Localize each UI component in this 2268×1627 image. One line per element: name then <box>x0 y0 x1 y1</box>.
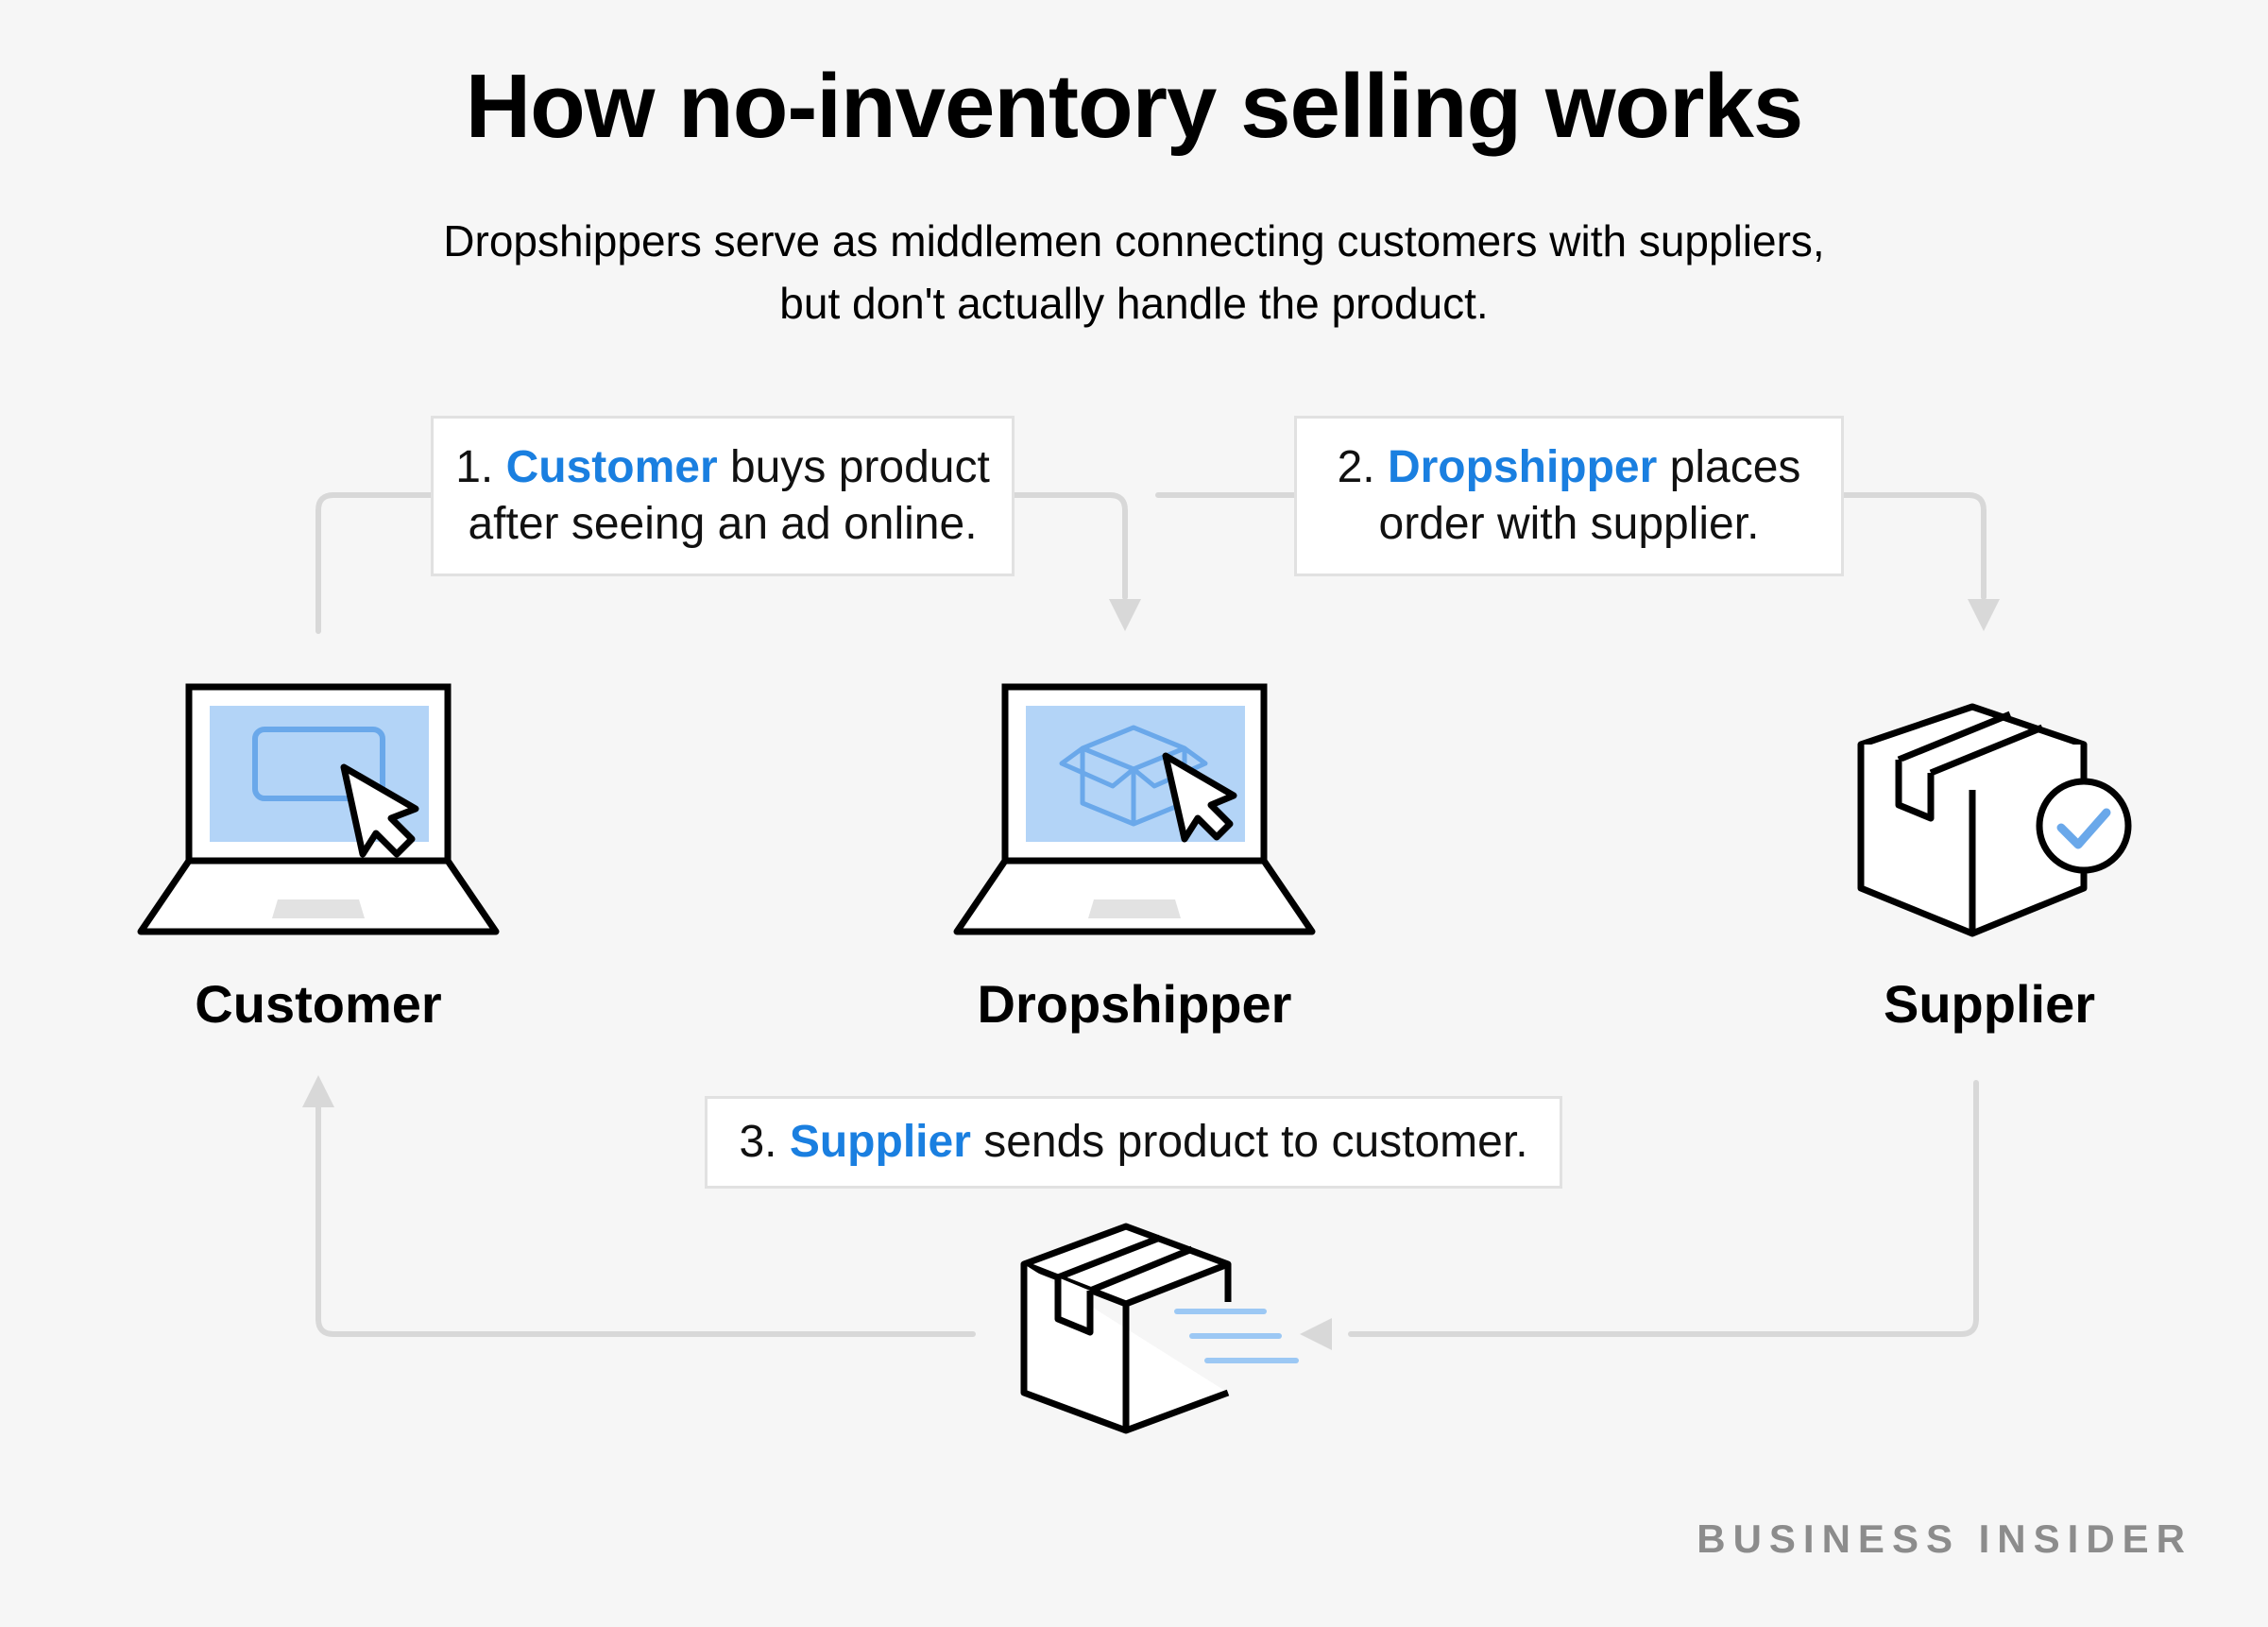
subtitle-line-2: but don't actually handle the product. <box>779 279 1489 328</box>
node-label-supplier: Supplier <box>1883 974 2096 1034</box>
step-1-line-1: 1. Customer buys product <box>455 439 990 496</box>
step-1-actor: Customer <box>505 442 718 492</box>
connector-step-1 <box>315 492 1128 634</box>
node-label-dropshipper: Dropshipper <box>977 974 1292 1034</box>
step-3-number: 3. <box>739 1117 777 1167</box>
step-3-actor: Supplier <box>789 1117 971 1167</box>
arrowhead-left <box>1300 1318 1332 1350</box>
step-1-text-b: after seeing an ad online. <box>468 499 978 549</box>
node-label-customer: Customer <box>195 974 442 1034</box>
step-1-box: 1. Customer buys product after seeing an… <box>431 416 1015 576</box>
laptop-box-icon <box>953 683 1316 935</box>
arrowhead-to-supplier <box>1968 599 2000 631</box>
page-title: How no-inventory selling works <box>465 56 1804 157</box>
step-3-line-1: 3. Supplier sends product to customer. <box>739 1114 1527 1171</box>
arrowhead-to-dropshipper <box>1109 599 1141 631</box>
step-2-text-a: places <box>1669 442 1801 492</box>
step-2-actor: Dropshipper <box>1387 442 1658 492</box>
step-1-text-a: buys product <box>729 442 990 492</box>
step-2-number: 2. <box>1337 442 1375 492</box>
box-check-icon <box>1857 703 2132 937</box>
connector-step-2 <box>1155 492 1987 600</box>
page-subtitle: Dropshippers serve as middlemen connecti… <box>283 210 1985 334</box>
subtitle-line-1: Dropshippers serve as middlemen connecti… <box>443 216 1825 265</box>
step-3-box: 3. Supplier sends product to customer. <box>705 1096 1562 1189</box>
laptop-cursor-icon <box>137 683 500 935</box>
step-2-box: 2. Dropshipper places order with supplie… <box>1294 416 1844 576</box>
step-2-line-1: 2. Dropshipper places <box>1338 439 1801 496</box>
moving-box-icon <box>1020 1223 1299 1434</box>
step-3-text-a: sends product to customer. <box>983 1117 1528 1167</box>
arrowhead-to-customer <box>302 1075 334 1107</box>
connector-step-3 <box>315 1080 1979 1337</box>
brand-logo-text: BUSINESS INSIDER <box>1697 1516 2192 1561</box>
step-1-number: 1. <box>455 442 494 492</box>
step-2-text-b: order with supplier. <box>1378 499 1760 549</box>
